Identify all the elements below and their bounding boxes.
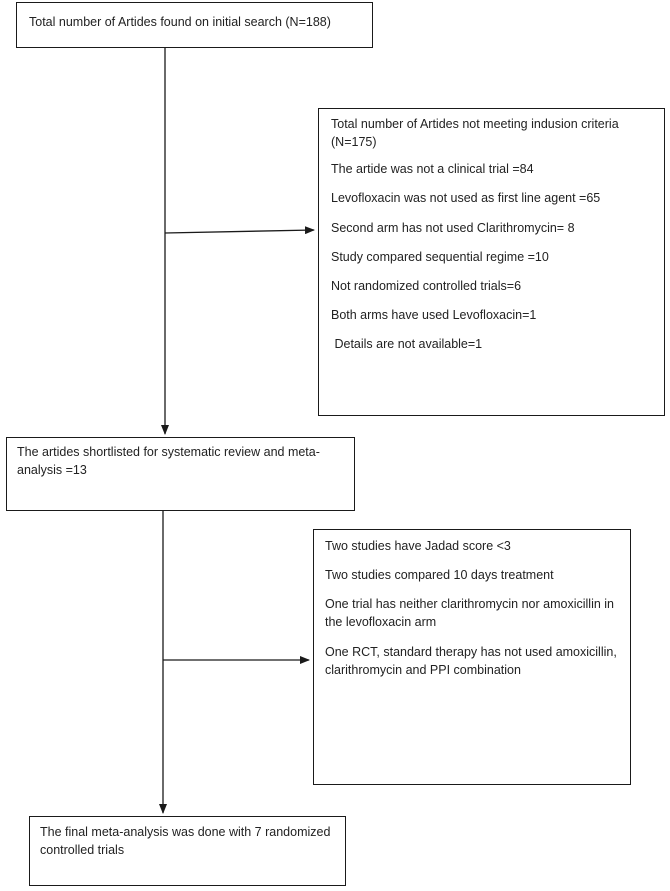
- excluded-item: Study compared sequential regime =10: [331, 249, 549, 264]
- excluded-articles-box: Total number of Artides not meeting indu…: [318, 108, 665, 416]
- final-analysis-box: The final meta-analysis was done with 7 …: [29, 816, 346, 886]
- initial-search-text: Total number of Artides found on initial…: [29, 15, 331, 29]
- excluded-item: Details are not available=1: [331, 337, 483, 351]
- final-analysis-text: The final meta-analysis was done with 7 …: [40, 825, 331, 858]
- second-excluded-item: Two studies have Jadad score <3: [325, 539, 511, 553]
- second-excluded-box: Two studies have Jadad score <3 Two stud…: [313, 529, 631, 785]
- second-excluded-item: Two studies compared 10 days treatment: [325, 568, 554, 583]
- shortlisted-box: The artides shortlisted for systematic r…: [6, 437, 355, 511]
- excluded-item: Levofloxacin was not used as first line …: [331, 191, 601, 206]
- excluded-item: Not randomized controlled trials=6: [331, 278, 522, 293]
- excluded-item: Second arm has not used Clarithromycin= …: [331, 220, 575, 235]
- excluded-heading: Total number of Artides not meeting indu…: [331, 117, 619, 150]
- second-excluded-item: One RCT, standard therapy has not used a…: [325, 644, 617, 677]
- excluded-item: The artide was not a clinical trial =84: [331, 162, 534, 177]
- shortlisted-text: The artides shortlisted for systematic r…: [17, 445, 320, 478]
- excluded-item: Both arms have used Levofloxacin=1: [331, 307, 537, 322]
- second-excluded-item: One trial has neither clarithromycin nor…: [325, 597, 615, 630]
- arrow-to-excluded: [164, 226, 315, 235]
- initial-search-box: Total number of Artides found on initial…: [16, 2, 373, 48]
